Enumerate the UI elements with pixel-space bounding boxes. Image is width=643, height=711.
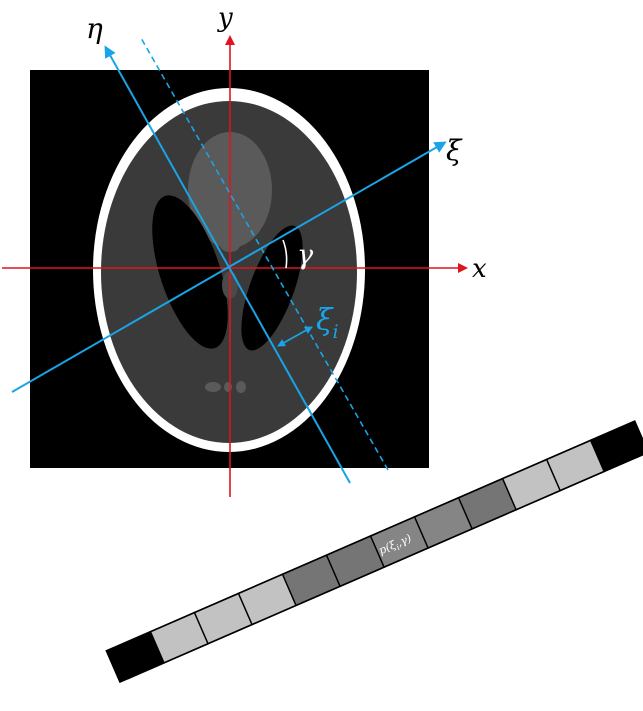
detector-outline <box>105 420 643 684</box>
angle-arc <box>282 239 288 269</box>
eta-axis-label: η <box>86 12 103 45</box>
offset-subscript: i <box>333 321 339 343</box>
bottom-spot-right <box>236 381 246 393</box>
x-axis-label: x <box>472 254 487 284</box>
xy-axes: x y <box>2 3 487 497</box>
xi-axis-label: ξ <box>446 134 463 167</box>
y-axis-label: y <box>217 3 233 33</box>
projection-value-subscript: i <box>395 543 401 552</box>
detector-cells <box>105 420 643 683</box>
bottom-spot-left <box>205 382 221 392</box>
offset-arrow <box>277 326 313 347</box>
offset-label: ξi <box>316 303 339 343</box>
projection-value-tail: ,γ) <box>395 532 413 550</box>
detector-strip: p(ξi,γ) <box>105 420 643 684</box>
rotated-axes: ξ η γ ξi <box>11 12 463 484</box>
left-ventricle <box>152 195 228 349</box>
angle-label: γ <box>297 240 314 271</box>
eta-axis-line <box>104 45 351 484</box>
ray-line <box>140 37 389 471</box>
offset-symbol: ξ <box>316 303 334 338</box>
